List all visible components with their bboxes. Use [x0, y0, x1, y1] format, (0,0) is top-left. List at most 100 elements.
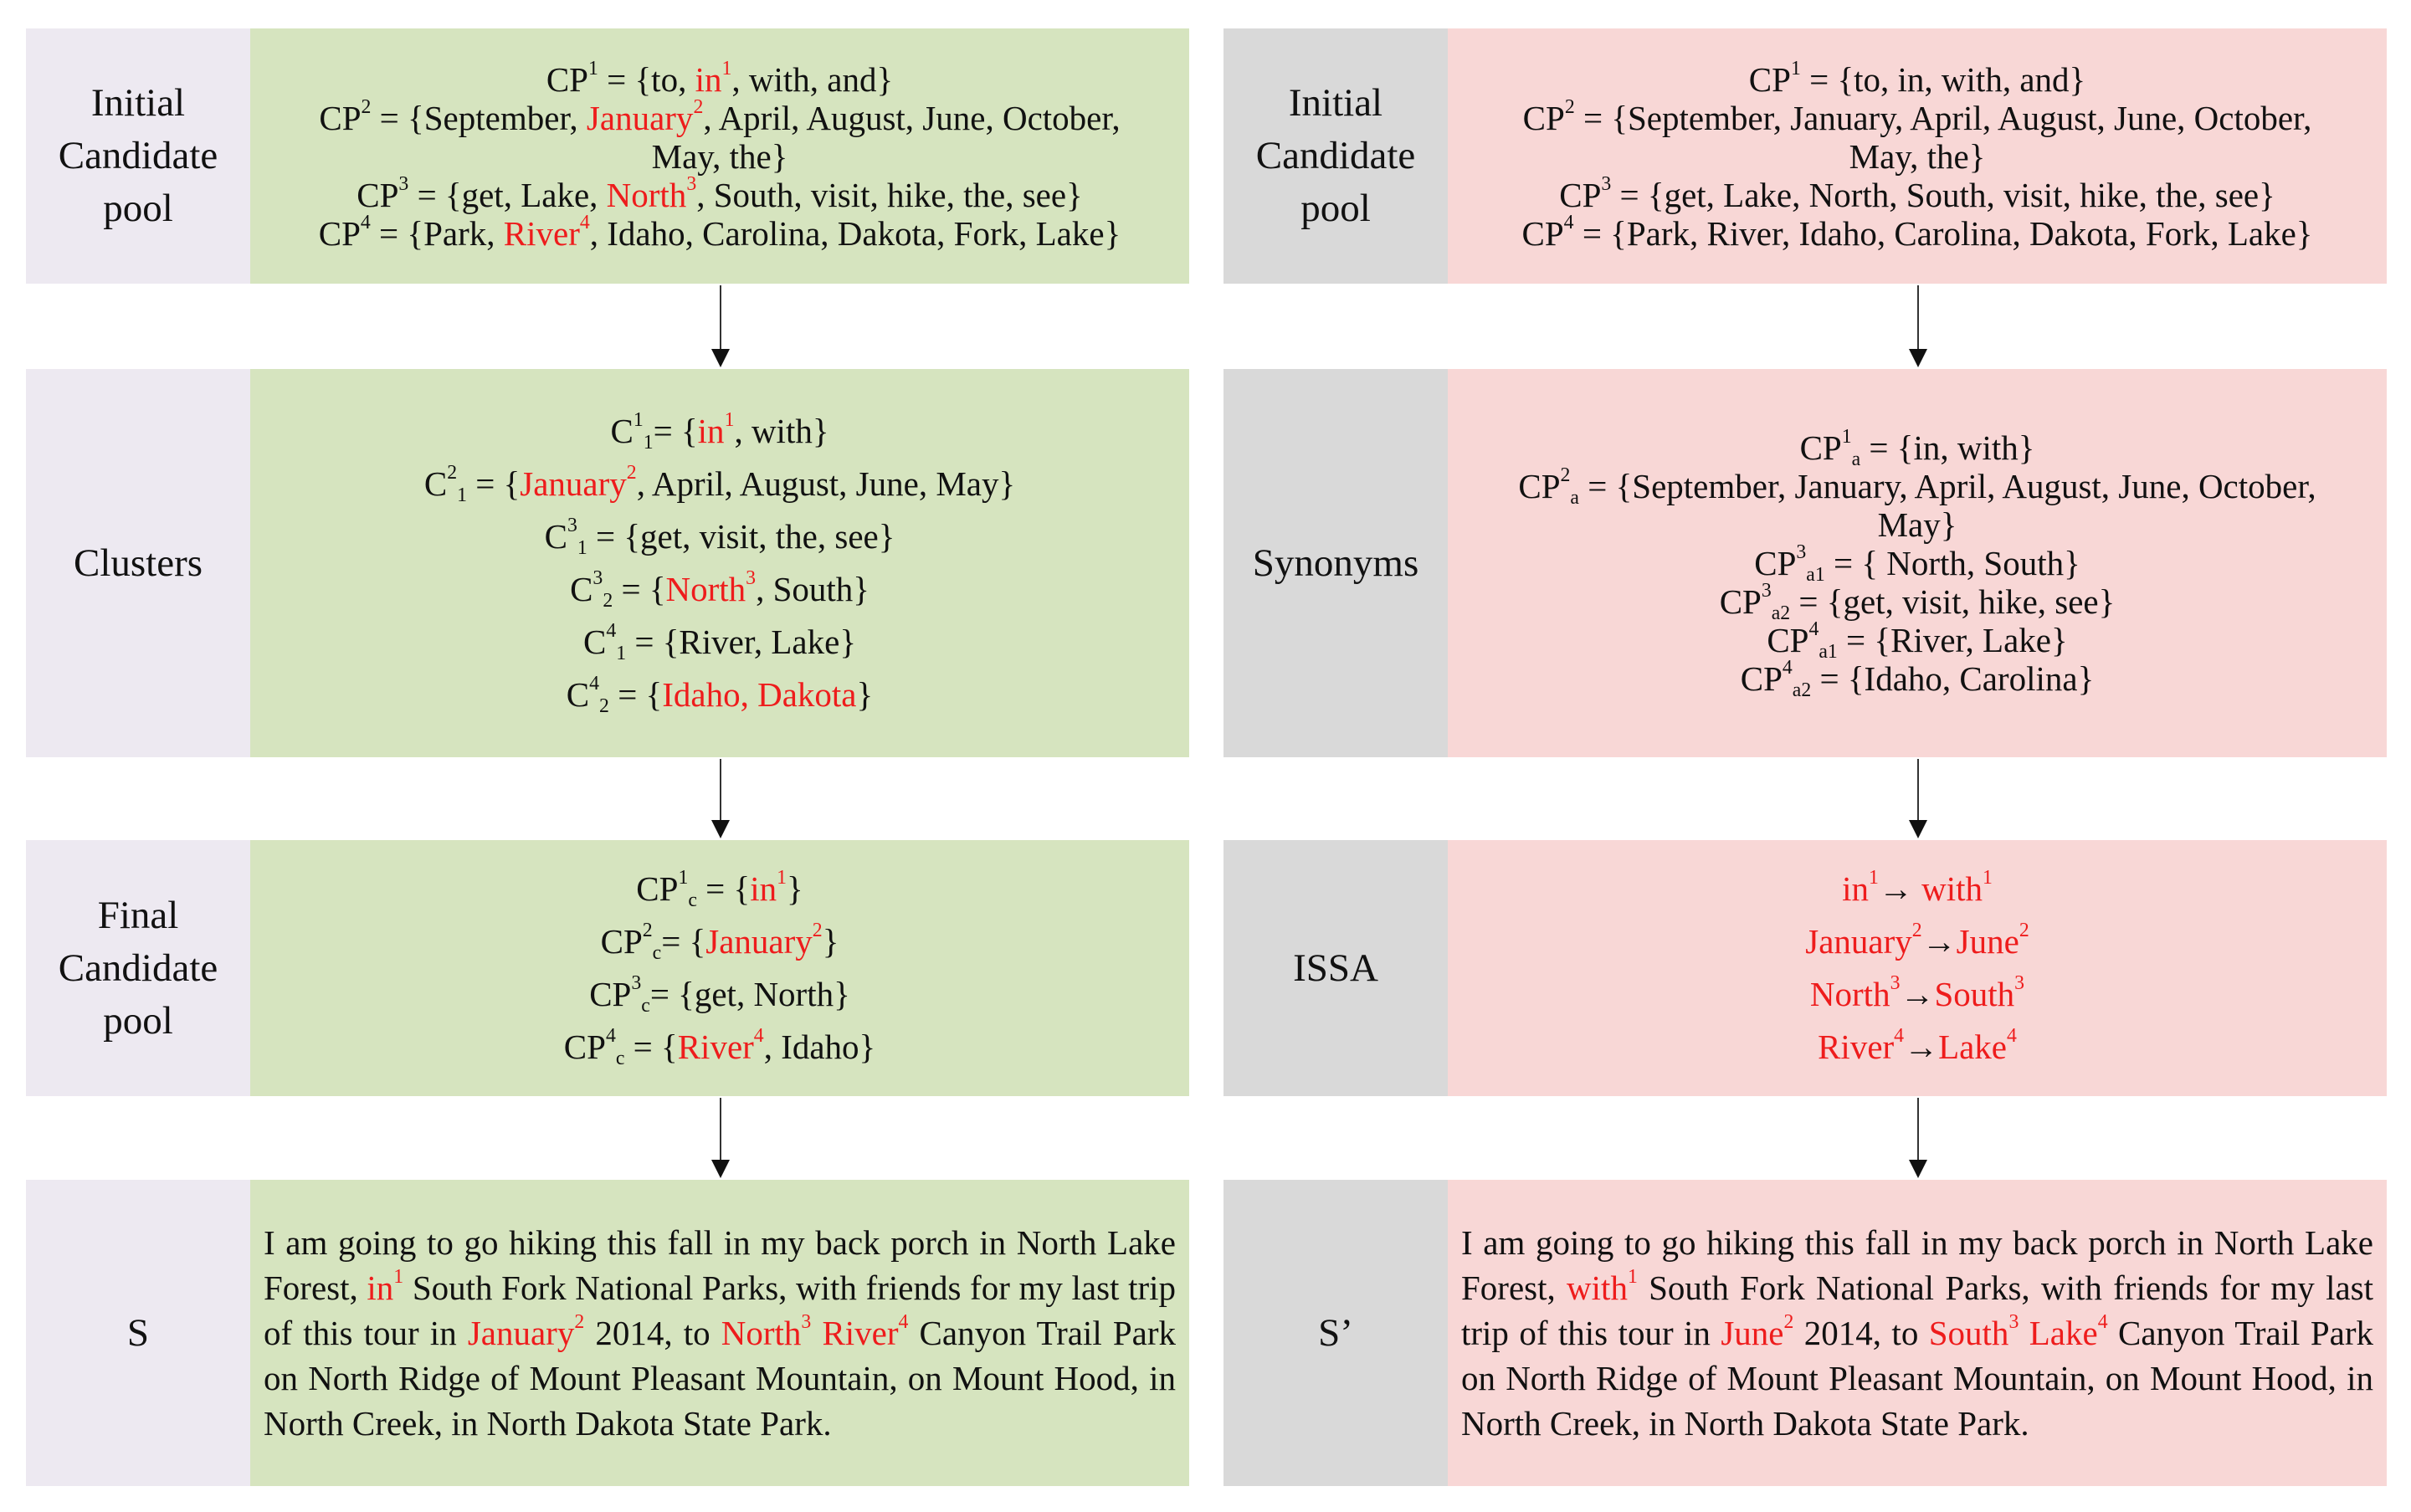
left-clusters-content: C11= {in1, with} C21 = {January2, April,…	[250, 369, 1189, 757]
highlighted-word: River	[822, 1314, 899, 1352]
formula-text: May, the}	[651, 136, 788, 176]
highlighted-superscript: 3	[801, 1310, 812, 1333]
right-issa-row: ISSA in1→ with1 January2→June2 North3→So…	[1223, 840, 2387, 1096]
subscript: a1	[1806, 564, 1825, 587]
superscript: 3	[2014, 971, 2025, 994]
formula-text: = {	[613, 570, 666, 608]
subscript: 1	[643, 432, 654, 454]
formula-text: , Idaho}	[763, 1028, 876, 1066]
highlighted-word: January	[586, 98, 694, 137]
formula-text: , with}	[734, 412, 829, 450]
substitution-source: January	[1805, 922, 1912, 961]
left-flow-column: Initial Candidate pool CP1 = {to, in1, w…	[26, 0, 1189, 1512]
highlighted-word: January	[705, 922, 813, 961]
formula-text: = {September, January, April, August, Ju…	[1578, 467, 2316, 505]
highlighted-superscript: 3	[746, 566, 757, 589]
highlighted-superscript: 3	[686, 172, 697, 195]
subscript: 1	[457, 484, 467, 507]
subscript: a1	[1819, 641, 1838, 664]
superscript: 2	[642, 919, 653, 941]
formula-symbol: C	[544, 517, 567, 556]
substitution-line: January2→June2	[1805, 915, 2029, 968]
superscript: 3	[1890, 971, 1901, 994]
superscript: 3	[1601, 172, 1612, 195]
arrow-shaft	[720, 759, 721, 820]
formula-text: = {River, Lake}	[1837, 621, 2068, 659]
sentence-text: 2014, to	[1793, 1314, 1929, 1352]
formula-line: CP1 = {to, in1, with, and}	[546, 57, 893, 99]
highlighted-superscript: 1	[1627, 1265, 1638, 1288]
label-text: Synonyms	[1252, 541, 1419, 585]
highlighted-word: North	[721, 1314, 802, 1352]
superscript: 1	[1983, 866, 1993, 889]
right-arrow-icon: →	[1921, 922, 1957, 961]
superscript: 1	[1868, 866, 1879, 889]
flow-arrow	[708, 759, 733, 838]
formula-symbol: CP	[1518, 467, 1561, 505]
arrow-shaft	[1917, 759, 1919, 820]
substitution-source: River	[1818, 1028, 1895, 1066]
formula-text: = {	[466, 464, 521, 503]
formula-symbol: CP	[1754, 544, 1797, 582]
left-sentence-row: S I am going to go hiking this fall in m…	[26, 1180, 1189, 1486]
highlighted-superscript: 2	[1783, 1310, 1794, 1333]
synonym-line: CP3a1 = { North, South}	[1754, 541, 2080, 585]
highlighted-word: Idaho, Dakota	[662, 675, 857, 714]
label-text: Clusters	[73, 541, 203, 585]
formula-symbol: CP	[318, 213, 361, 253]
superscript: 3	[1796, 541, 1807, 563]
formula-text: = {in, with}	[1860, 428, 2035, 467]
sentence-text: 2014, to	[584, 1314, 721, 1352]
right-arrow-icon: →	[1904, 1028, 1939, 1066]
formula-symbol: CP	[589, 975, 632, 1013]
label-text: S’	[1318, 1310, 1353, 1355]
left-initial-pool-label: Initial Candidate pool	[26, 28, 250, 284]
superscript: 1	[587, 57, 598, 79]
right-initial-pool-label: Initial Candidate pool	[1223, 28, 1448, 284]
formula-text: = {get, Lake,	[408, 175, 607, 214]
left-final-pool-content: CP1c = {in1} CP2c= {January2} CP3c= {get…	[250, 840, 1189, 1096]
flow-arrow	[1906, 285, 1931, 367]
superscript: 4	[1894, 1024, 1905, 1047]
formula-text: }	[822, 922, 839, 961]
right-initial-pool-row: Initial Candidate pool CP1 = {to, in, wi…	[1223, 28, 2387, 284]
formula-text: = {	[661, 922, 706, 961]
subscript: 2	[603, 590, 613, 612]
subscript: c	[641, 995, 650, 1017]
highlighted-word: January	[520, 464, 627, 503]
right-synonyms-label: Synonyms	[1223, 369, 1448, 757]
subscript: a2	[1792, 679, 1812, 702]
formula-symbol: CP	[1748, 59, 1791, 99]
left-clusters-row: Clusters C11= {in1, with} C21 = {January…	[26, 369, 1189, 757]
formula-text: = {to,	[598, 59, 695, 99]
subscript: a	[1851, 448, 1861, 471]
highlighted-word: River	[503, 213, 580, 253]
right-sentence-label: S’	[1223, 1180, 1448, 1486]
formula-symbol: CP	[563, 1028, 606, 1066]
original-sentence: I am going to go hiking this fall in my …	[250, 1180, 1189, 1486]
arrow-shaft	[1917, 1098, 1919, 1160]
formula-text: = {	[608, 675, 663, 714]
cluster-line: C42 = {Idaho, Dakota}	[567, 669, 873, 721]
substitution-target: Lake	[1938, 1028, 2008, 1066]
formula-symbol: C	[566, 675, 590, 714]
arrow-head-icon	[1909, 1160, 1927, 1178]
formula-symbol: CP	[600, 922, 643, 961]
highlighted-word: in	[697, 412, 725, 450]
formula-text: May}	[1877, 505, 1957, 544]
highlighted-superscript: 4	[753, 1024, 764, 1047]
superscript: 4	[360, 211, 371, 233]
left-final-pool-label: Final Candidate pool	[26, 840, 250, 1096]
formula-text: = {get, visit, hike, see}	[1790, 582, 2116, 621]
synonym-line: CP2a = {September, January, April, Augus…	[1518, 465, 2316, 508]
final-pool-line: CP1c = {in1}	[636, 863, 803, 915]
formula-text: , South, visit, hike, the, see}	[696, 175, 1083, 214]
formula-text: }	[856, 675, 874, 714]
formula-line: CP4 = {Park, River4, Idaho, Carolina, Da…	[318, 211, 1121, 253]
superscript: 2	[361, 95, 372, 118]
formula-text: , April, August, June, May}	[636, 464, 1016, 503]
cluster-line: C32 = {North3, South}	[570, 563, 869, 616]
formula-symbol: C	[570, 570, 593, 608]
right-synonyms-content: CP1a = {in, with} CP2a = {September, Jan…	[1448, 369, 2387, 757]
superscript: 1	[633, 408, 644, 431]
